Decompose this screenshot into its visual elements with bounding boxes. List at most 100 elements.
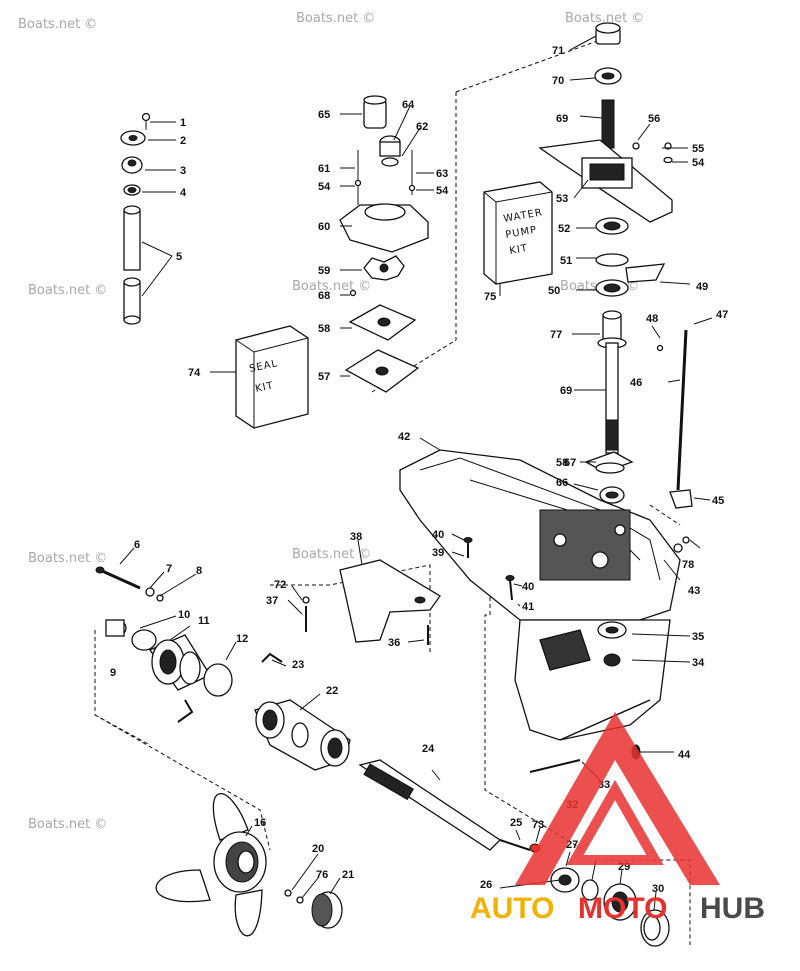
part-label: 66 (556, 477, 568, 489)
part-label: 6 (134, 539, 140, 551)
automotohub-logo: AUTO MOTO HUB (470, 712, 765, 925)
part-label: 76 (316, 869, 328, 881)
shift-rod (656, 329, 693, 509)
part-label: 71 (552, 45, 564, 57)
part-label: 61 (318, 163, 330, 175)
part-label: 68 (318, 290, 330, 302)
leader-lines (569, 35, 691, 491)
kit-text: KIT (254, 380, 275, 395)
part-label: 56 (648, 113, 660, 125)
part-label: 62 (416, 121, 428, 133)
part-label: 52 (558, 223, 570, 235)
part-number-labels: 1 2 3 4 5 6 7 8 9 10 11 12 16 20 21 22 2… (110, 45, 728, 895)
logo-triangle-icon (515, 712, 720, 885)
anode-plate (339, 559, 441, 643)
part-label: 63 (436, 168, 448, 180)
part-label: 46 (630, 377, 642, 389)
part-label: 12 (236, 633, 248, 645)
leader-lines (291, 853, 341, 899)
part-label: 10 (178, 609, 190, 621)
part-label: 41 (522, 601, 534, 613)
part-label: 40 (522, 581, 534, 593)
part-label: 78 (682, 559, 694, 571)
watermark: Boats.net © (28, 551, 107, 566)
part-label: 47 (716, 309, 728, 321)
watermark: Boats.net © (18, 17, 97, 32)
leader-lines (287, 533, 523, 643)
bottom-bearing-group (499, 839, 670, 947)
part-label: 11 (198, 615, 210, 627)
small-bolts (302, 537, 515, 645)
part-label: 74 (188, 367, 201, 379)
part-label: 22 (326, 685, 338, 697)
part-label: 75 (484, 291, 496, 303)
watermark: Boats.net © (296, 11, 375, 26)
part-label: 53 (556, 193, 568, 205)
water-pump-kit-box: WATER PUMP KIT (483, 181, 553, 285)
part-label: 35 (692, 631, 704, 643)
part-label: 44 (678, 749, 691, 761)
kit-text: PUMP (505, 225, 538, 241)
leader-lines (499, 827, 657, 911)
part-label: 69 (556, 113, 568, 125)
part-label: 3 (180, 165, 186, 177)
part-label: 38 (350, 531, 362, 543)
propshaft-group (95, 566, 502, 851)
part-label: 67 (564, 457, 576, 469)
part-label: 45 (712, 495, 724, 507)
part-label: 23 (292, 659, 304, 671)
part-label: 21 (342, 869, 354, 881)
leader-line (357, 539, 363, 566)
leader-lines (651, 317, 713, 501)
part-label: 72 (274, 579, 286, 591)
part-label: 77 (550, 329, 562, 341)
part-label: 42 (398, 431, 410, 443)
part-label: 58 (556, 457, 568, 469)
part-label: 69 (560, 385, 572, 397)
prop-shaft-outline (94, 630, 271, 851)
part-label: 43 (688, 585, 700, 597)
part-label: 8 (196, 565, 202, 577)
part-label: 37 (266, 595, 278, 607)
pump-assembly-outline (371, 39, 601, 393)
prop-nut-group (284, 889, 343, 929)
part-label: 2 (180, 135, 186, 147)
part-label: 57 (318, 371, 330, 383)
part-label: 9 (110, 667, 116, 679)
logo-inner-triangle-icon (566, 779, 664, 865)
part-label: 39 (432, 547, 444, 559)
leader-lines (419, 437, 701, 663)
driveshaft-stack (538, 22, 673, 504)
logo-text-auto: AUTO (470, 892, 554, 925)
part-label: 25 (510, 817, 522, 829)
part-label: 55 (692, 143, 704, 155)
part-label: 64 (402, 99, 415, 111)
leader-lines (119, 547, 441, 781)
part-label: 58 (318, 323, 330, 335)
watermark: Boats.net © (28, 283, 107, 298)
watermark: Boats.net © (565, 11, 644, 26)
part-label: 51 (560, 255, 572, 267)
part-label: 26 (480, 879, 492, 891)
seal-kit-box: SEAL KIT (235, 325, 309, 429)
part-label: 16 (254, 817, 266, 829)
part-label: 54 (318, 181, 331, 193)
part-label: 59 (318, 265, 330, 277)
watermark: Boats.net © (292, 547, 371, 562)
kit-text: KIT (509, 243, 529, 257)
part-label: 54 (692, 157, 705, 169)
part-label: 1 (180, 117, 186, 129)
watermark: Boats.net © (28, 817, 107, 832)
logo-text-hub: HUB (700, 892, 765, 925)
part-label: 40 (432, 529, 444, 541)
part-stack-left (120, 112, 151, 325)
part-label: 49 (696, 281, 708, 293)
part-label: 5 (176, 251, 182, 263)
leader-line (245, 825, 253, 837)
leader-lines (141, 121, 176, 297)
part-label: 50 (548, 285, 560, 297)
watermark: Boats.net © (292, 279, 371, 294)
part-label: 48 (646, 313, 658, 325)
